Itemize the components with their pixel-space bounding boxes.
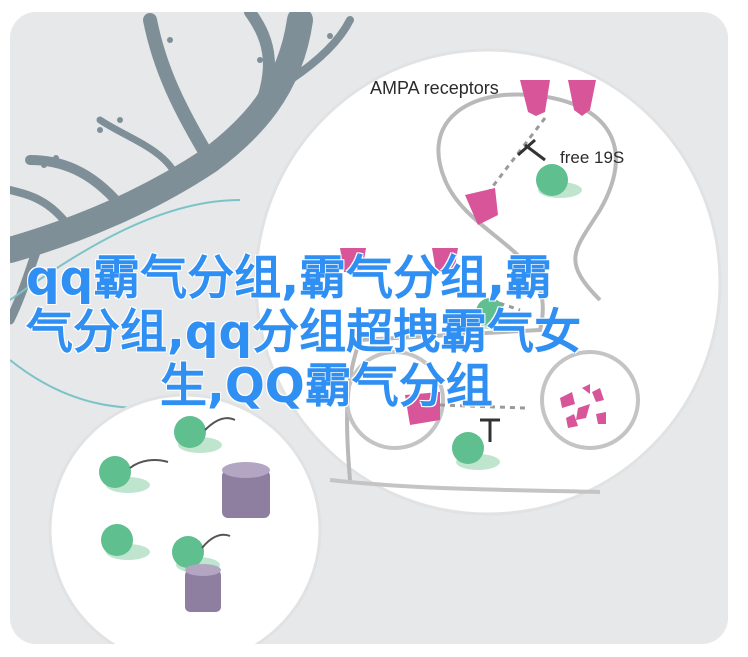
overlay-line-2: 气分组,qq分组超拽霸气女	[26, 305, 582, 360]
proteasome-barrel-icon	[185, 462, 270, 612]
free-19s-label: free 19S	[560, 148, 625, 167]
ampa-receptors-label: AMPA receptors	[370, 78, 499, 98]
overlay-line-3: 生,QQ霸气分组	[160, 359, 493, 414]
ubiquitin-chain-icon	[129, 417, 236, 549]
spine-proteasome-icon	[452, 298, 508, 470]
inhibition-icon	[480, 418, 500, 442]
proteasome-group-icon	[99, 416, 222, 573]
compartment-left	[345, 350, 445, 450]
free-19s-proteasome-icon	[536, 164, 582, 198]
ampa-receptor-icon	[520, 80, 596, 116]
internalized-receptor-icon	[465, 188, 498, 225]
dendrite-tree	[10, 12, 354, 325]
magnified-circle	[254, 48, 722, 516]
trafficking-arrows	[439, 117, 547, 410]
overlay-line-1: qq霸气分组,霸气分组,霸	[26, 251, 552, 306]
membrane-receptors	[340, 248, 458, 425]
spine-membrane	[345, 92, 618, 481]
inhibition-icon	[517, 138, 546, 162]
degraded-fragments-icon	[560, 384, 606, 428]
axon-line	[10, 199, 241, 301]
dendrite-dots	[41, 33, 333, 168]
membrane-base	[329, 478, 601, 494]
overlay-caption: qq霸气分组,霸气分组,霸 气分组,qq分组超拽霸气女 生,QQ霸气分组	[26, 252, 666, 414]
compartment-right	[540, 350, 640, 450]
